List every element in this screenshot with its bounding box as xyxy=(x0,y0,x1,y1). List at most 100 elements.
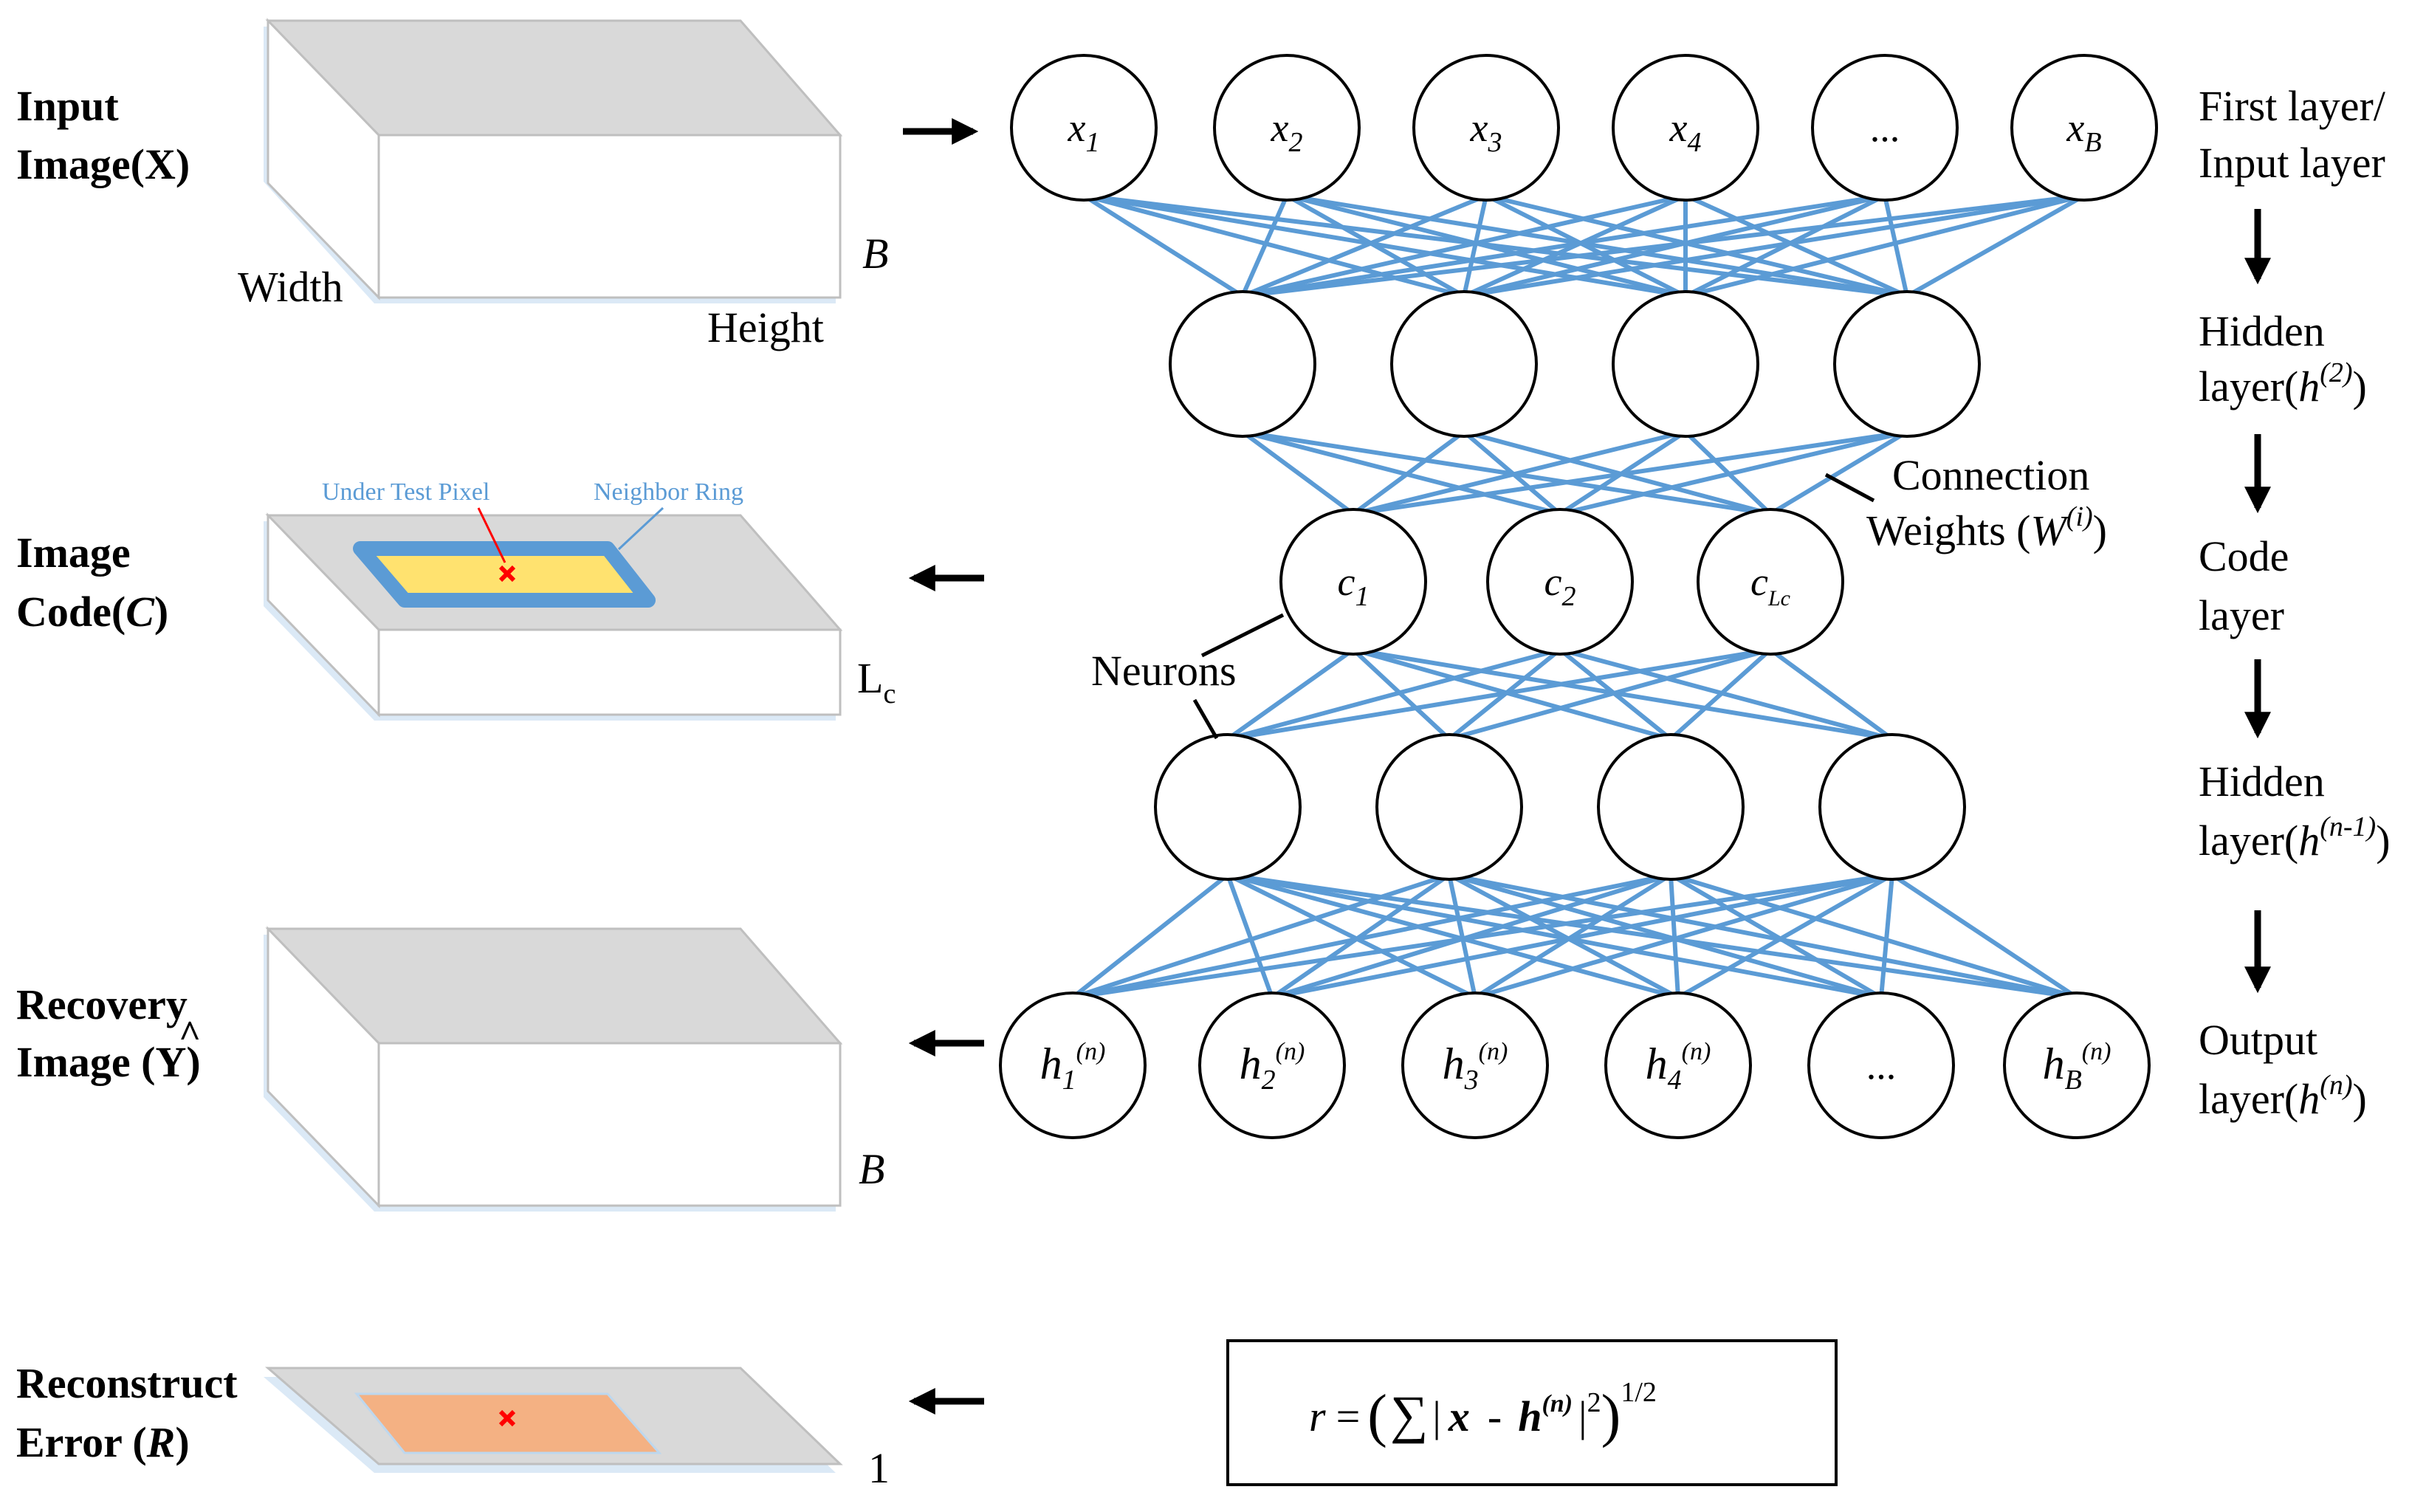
under-test-pixel-marker xyxy=(498,565,516,583)
input-neuron-label-3: x3 xyxy=(1470,106,1502,158)
edge-hidden-2-3-to-output-4 xyxy=(1879,874,1894,998)
edge-input-0-to-hidden-1-2 xyxy=(1083,193,1686,298)
output-neuron-2 xyxy=(1198,992,1346,1139)
neighbor-ring-label: Neighbor Ring xyxy=(594,478,743,506)
edge-hidden-2-0-to-output-0 xyxy=(1071,873,1229,1000)
input-image-label-line1: Input xyxy=(16,82,119,130)
edge-hidden-2-0-to-output-1 xyxy=(1226,873,1274,999)
hidden-2-neuron-2 xyxy=(1375,733,1523,881)
edge-hidden-1-3-to-code-2 xyxy=(1769,430,1908,516)
output-neuron-label-4: h4(n) xyxy=(1646,1038,1711,1096)
output-neuron-3 xyxy=(1401,992,1549,1139)
code-neuron-label-3: cLc xyxy=(1750,560,1790,611)
edge-input-1-to-hidden-1-1 xyxy=(1285,193,1465,298)
hidden-1-neuron-3 xyxy=(1612,290,1759,438)
first-layer-label-line1: First layer/ xyxy=(2199,82,2386,130)
code-neuron-label-1: c1 xyxy=(1338,560,1370,612)
recovery-image-label-line1: Recovery xyxy=(16,980,188,1028)
reconstruct-error-label-line2: Error (R) xyxy=(16,1418,190,1466)
hidden-1-neuron-1 xyxy=(1169,290,1316,438)
input-neuron-label-6: xB xyxy=(2066,106,2101,158)
edge-hidden-2-1-to-output-2 xyxy=(1447,874,1477,998)
edge-hidden-2-1-to-output-1 xyxy=(1271,873,1451,1000)
code-cube-front xyxy=(377,628,842,716)
under-test-pixel-label: Under Test Pixel xyxy=(322,478,489,506)
neurons-label: Neurons xyxy=(1091,647,1237,695)
edge-input-5-to-hidden-1-1 xyxy=(1463,193,2085,298)
input-image-cube xyxy=(264,18,843,303)
edge-input-1-to-hidden-1-2 xyxy=(1286,193,1686,298)
edge-input-5-to-hidden-1-0 xyxy=(1242,193,2085,298)
input-image-label-line2: Image(X) xyxy=(16,140,190,188)
input-neuron-label-5: ... xyxy=(1870,106,1900,150)
edge-hidden-2-1-to-output-0 xyxy=(1072,873,1450,1000)
edge-hidden-1-0-to-code-2 xyxy=(1242,430,1771,516)
output-neuron-label-5: ... xyxy=(1866,1043,1897,1087)
edge-code-2-to-hidden-2-3 xyxy=(1769,647,1894,741)
edge-hidden-2-0-to-output-4 xyxy=(1227,873,1882,1000)
neurons-leader-lower xyxy=(1192,698,1219,740)
edge-input-5-to-hidden-1-2 xyxy=(1685,193,2085,298)
neurons-leader-upper xyxy=(1200,613,1285,658)
edge-hidden-2-2-to-output-3 xyxy=(1669,874,1680,998)
error-depth-label: 1 xyxy=(868,1444,890,1492)
connection-weights-label-line1: Connection xyxy=(1892,451,2089,499)
reconstruct-error-label-line1: Reconstruct xyxy=(16,1359,238,1407)
edge-hidden-2-1-to-output-3 xyxy=(1448,873,1680,1000)
output-neuron-label-2: h2(n) xyxy=(1240,1038,1305,1096)
code-layer-label-line2: layer xyxy=(2199,591,2284,639)
edge-input-0-to-hidden-1-0 xyxy=(1082,193,1244,298)
connection-weights xyxy=(1071,193,2086,1000)
code-neuron-label-2: c2 xyxy=(1544,560,1576,612)
edge-hidden-2-3-to-output-0 xyxy=(1072,873,1893,1000)
edge-hidden-1-1-to-code-0 xyxy=(1352,430,1465,516)
edge-hidden-1-2-to-code-0 xyxy=(1353,430,1686,516)
image-code-label-line2: Code(C) xyxy=(16,588,168,636)
edge-input-3-to-hidden-1-0 xyxy=(1242,193,1686,298)
under-test-pixel-leader xyxy=(477,507,506,563)
output-neuron-label-6: hB(n) xyxy=(2043,1038,2111,1096)
output-neuron-label-3: h3(n) xyxy=(1443,1038,1508,1096)
edge-code-1-to-hidden-2-3 xyxy=(1559,647,1893,741)
code-depth-label: Lc xyxy=(857,654,896,709)
reconstruct-error-slab xyxy=(264,1367,843,1473)
edge-code-2-to-hidden-2-1 xyxy=(1449,647,1771,741)
reconstruction-error-formula: r=(∑|x-h(n)|2)1/2 xyxy=(1309,1377,1657,1449)
edge-hidden-1-3-to-code-1 xyxy=(1559,430,1908,516)
code-neuron-2 xyxy=(1486,508,1634,656)
edge-hidden-2-1-to-output-4 xyxy=(1449,873,1882,1000)
recovery-hat-mark: ^ xyxy=(179,1014,201,1056)
input-neuron-5 xyxy=(1811,54,1959,202)
output-neuron-5 xyxy=(1807,992,1955,1139)
edge-input-5-to-hidden-1-3 xyxy=(1906,193,2086,298)
edge-hidden-2-0-to-output-5 xyxy=(1227,873,2078,1000)
output-neuron-label-1: h1(n) xyxy=(1040,1038,1106,1096)
error-pixel-marker xyxy=(498,1409,516,1427)
edge-hidden-2-0-to-output-3 xyxy=(1227,873,1679,1000)
edge-code-0-to-hidden-2-3 xyxy=(1353,647,1893,741)
first-layer-label-line2: Input layer xyxy=(2199,139,2385,187)
edge-hidden-2-3-to-output-3 xyxy=(1677,873,1894,1000)
edge-hidden-2-2-to-output-5 xyxy=(1670,873,2078,1000)
recovery-cube-front xyxy=(377,1042,842,1207)
recovery-image-label-line2: Image (Y) xyxy=(16,1038,201,1086)
connection-weights-label-line2: Weights (W(i)) xyxy=(1866,501,2107,554)
edge-hidden-1-0-to-code-0 xyxy=(1241,430,1355,516)
edge-hidden-2-1-to-output-5 xyxy=(1449,873,2078,1000)
error-map xyxy=(354,1392,662,1454)
input-neuron-2 xyxy=(1213,54,1361,202)
input-neuron-1 xyxy=(1010,54,1158,202)
edge-input-3-to-hidden-1-3 xyxy=(1684,193,1908,298)
edge-input-2-to-hidden-1-0 xyxy=(1241,193,1488,298)
hidden-1-neuron-2 xyxy=(1390,290,1538,438)
edge-hidden-2-3-to-output-2 xyxy=(1474,873,1893,1000)
edge-hidden-1-3-to-code-0 xyxy=(1353,430,1908,516)
output-neuron-6 xyxy=(2003,992,2151,1139)
edge-hidden-2-2-to-output-0 xyxy=(1072,873,1671,1000)
edge-code-1-to-hidden-2-0 xyxy=(1227,647,1561,741)
edge-hidden-2-3-to-output-5 xyxy=(1891,873,2078,1000)
hidden-1-neuron-4 xyxy=(1833,290,1981,438)
input-neuron-3 xyxy=(1412,54,1560,202)
